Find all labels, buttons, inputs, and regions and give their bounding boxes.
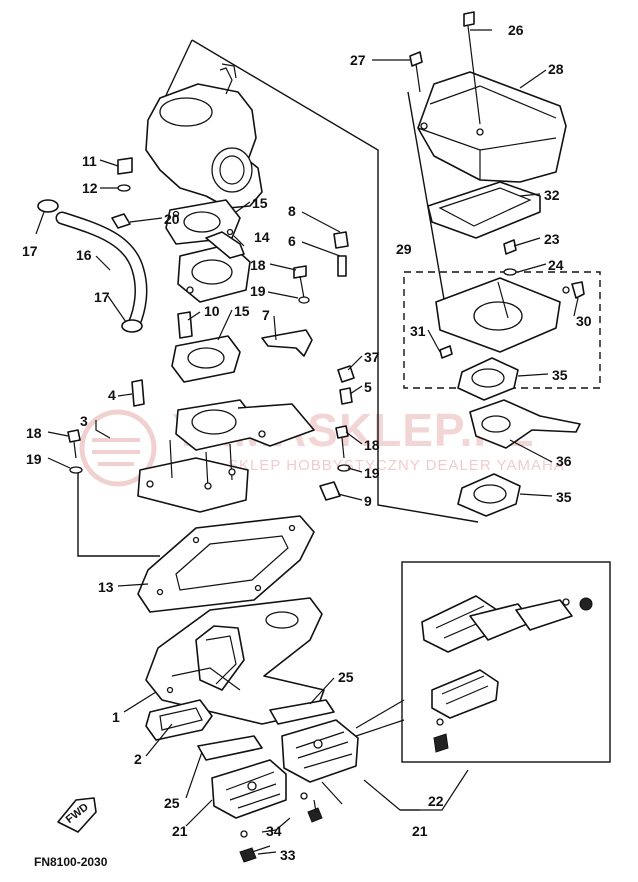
callout-13: 13 <box>98 579 114 595</box>
callout-35-upper: 35 <box>552 367 568 383</box>
callout-34: 34 <box>266 823 282 839</box>
forward-arrow-icon: FWD <box>57 797 97 833</box>
detail-box-22 <box>401 561 611 763</box>
intake-manifold-1 <box>145 597 325 725</box>
callout-11: 11 <box>82 153 97 169</box>
reed-valve-left-21 <box>211 759 287 819</box>
intake-housing-3 <box>137 399 315 513</box>
callout-5: 5 <box>364 379 372 395</box>
callout-19-right: 19 <box>364 465 380 481</box>
screws-33-34 <box>239 792 323 863</box>
callout-31: 31 <box>410 323 426 339</box>
callout-21-right: 21 <box>412 823 428 839</box>
callout-18-left: 18 <box>26 425 42 441</box>
callout-33: 33 <box>280 847 296 863</box>
gasket-15-lower <box>171 335 241 383</box>
callout-4: 4 <box>108 387 116 403</box>
gasket-13 <box>137 515 315 613</box>
callout-21-left: 21 <box>172 823 188 839</box>
callout-18-upper: 18 <box>250 257 266 273</box>
callout-12: 12 <box>82 180 98 196</box>
callout-19-left: 19 <box>26 451 42 467</box>
callout-28: 28 <box>548 61 564 77</box>
reed-gaskets <box>145 699 335 761</box>
callout-22: 22 <box>428 793 444 809</box>
bracket-36 <box>469 399 581 449</box>
air-box-gasket-32 <box>427 181 541 239</box>
carburetor-joint-14 <box>177 231 251 303</box>
callout-25-right: 25 <box>338 669 354 685</box>
drawing-code: FN8100-2030 <box>34 855 108 869</box>
callout-1: 1 <box>112 709 120 725</box>
callout-14: 14 <box>254 229 270 245</box>
callout-27: 27 <box>350 52 366 68</box>
callout-2: 2 <box>134 751 142 767</box>
callout-16: 16 <box>76 247 92 263</box>
leader-lines <box>35 29 579 855</box>
callout-15-lower: 15 <box>234 303 250 319</box>
callout-25-left: 25 <box>164 795 180 811</box>
callout-29: 29 <box>396 241 412 257</box>
callout-37: 37 <box>364 349 380 365</box>
callout-18-right: 18 <box>364 437 380 453</box>
callout-7: 7 <box>262 307 270 323</box>
callout-8: 8 <box>288 203 296 219</box>
air-box-cover-28 <box>417 71 567 183</box>
callout-26: 26 <box>508 22 524 38</box>
callout-23: 23 <box>544 231 560 247</box>
watermark-logo-icon <box>79 409 157 487</box>
gasket-35-upper <box>457 357 519 401</box>
callout-35-lower: 35 <box>556 489 572 505</box>
cylinder-block <box>145 63 263 209</box>
callout-labels: 26 27 28 32 29 23 24 30 31 35 36 35 8 6 … <box>22 22 592 863</box>
callout-17-upper: 17 <box>22 243 38 259</box>
assembly-boundary <box>77 39 479 557</box>
callout-6: 6 <box>288 233 296 249</box>
callout-32: 32 <box>544 187 560 203</box>
callout-10: 10 <box>204 303 220 319</box>
callout-20: 20 <box>164 211 180 227</box>
gasket-35-lower <box>457 473 521 517</box>
hose-16 <box>37 199 148 333</box>
callout-17-lower: 17 <box>94 289 110 305</box>
callout-24: 24 <box>548 257 564 273</box>
watermark-subtitle: SKLEP HOBBYSTYCZNY DEALER YAMAHA <box>228 457 565 474</box>
callout-15-upper: 15 <box>252 195 268 211</box>
air-box-base-29 <box>403 271 601 389</box>
callout-19-upper: 19 <box>250 283 266 299</box>
callout-36: 36 <box>556 453 572 469</box>
small-fasteners <box>67 11 585 501</box>
callout-3: 3 <box>80 413 88 429</box>
callout-30: 30 <box>576 313 592 329</box>
callout-9: 9 <box>364 493 372 509</box>
reed-valve-right-21 <box>281 719 359 783</box>
